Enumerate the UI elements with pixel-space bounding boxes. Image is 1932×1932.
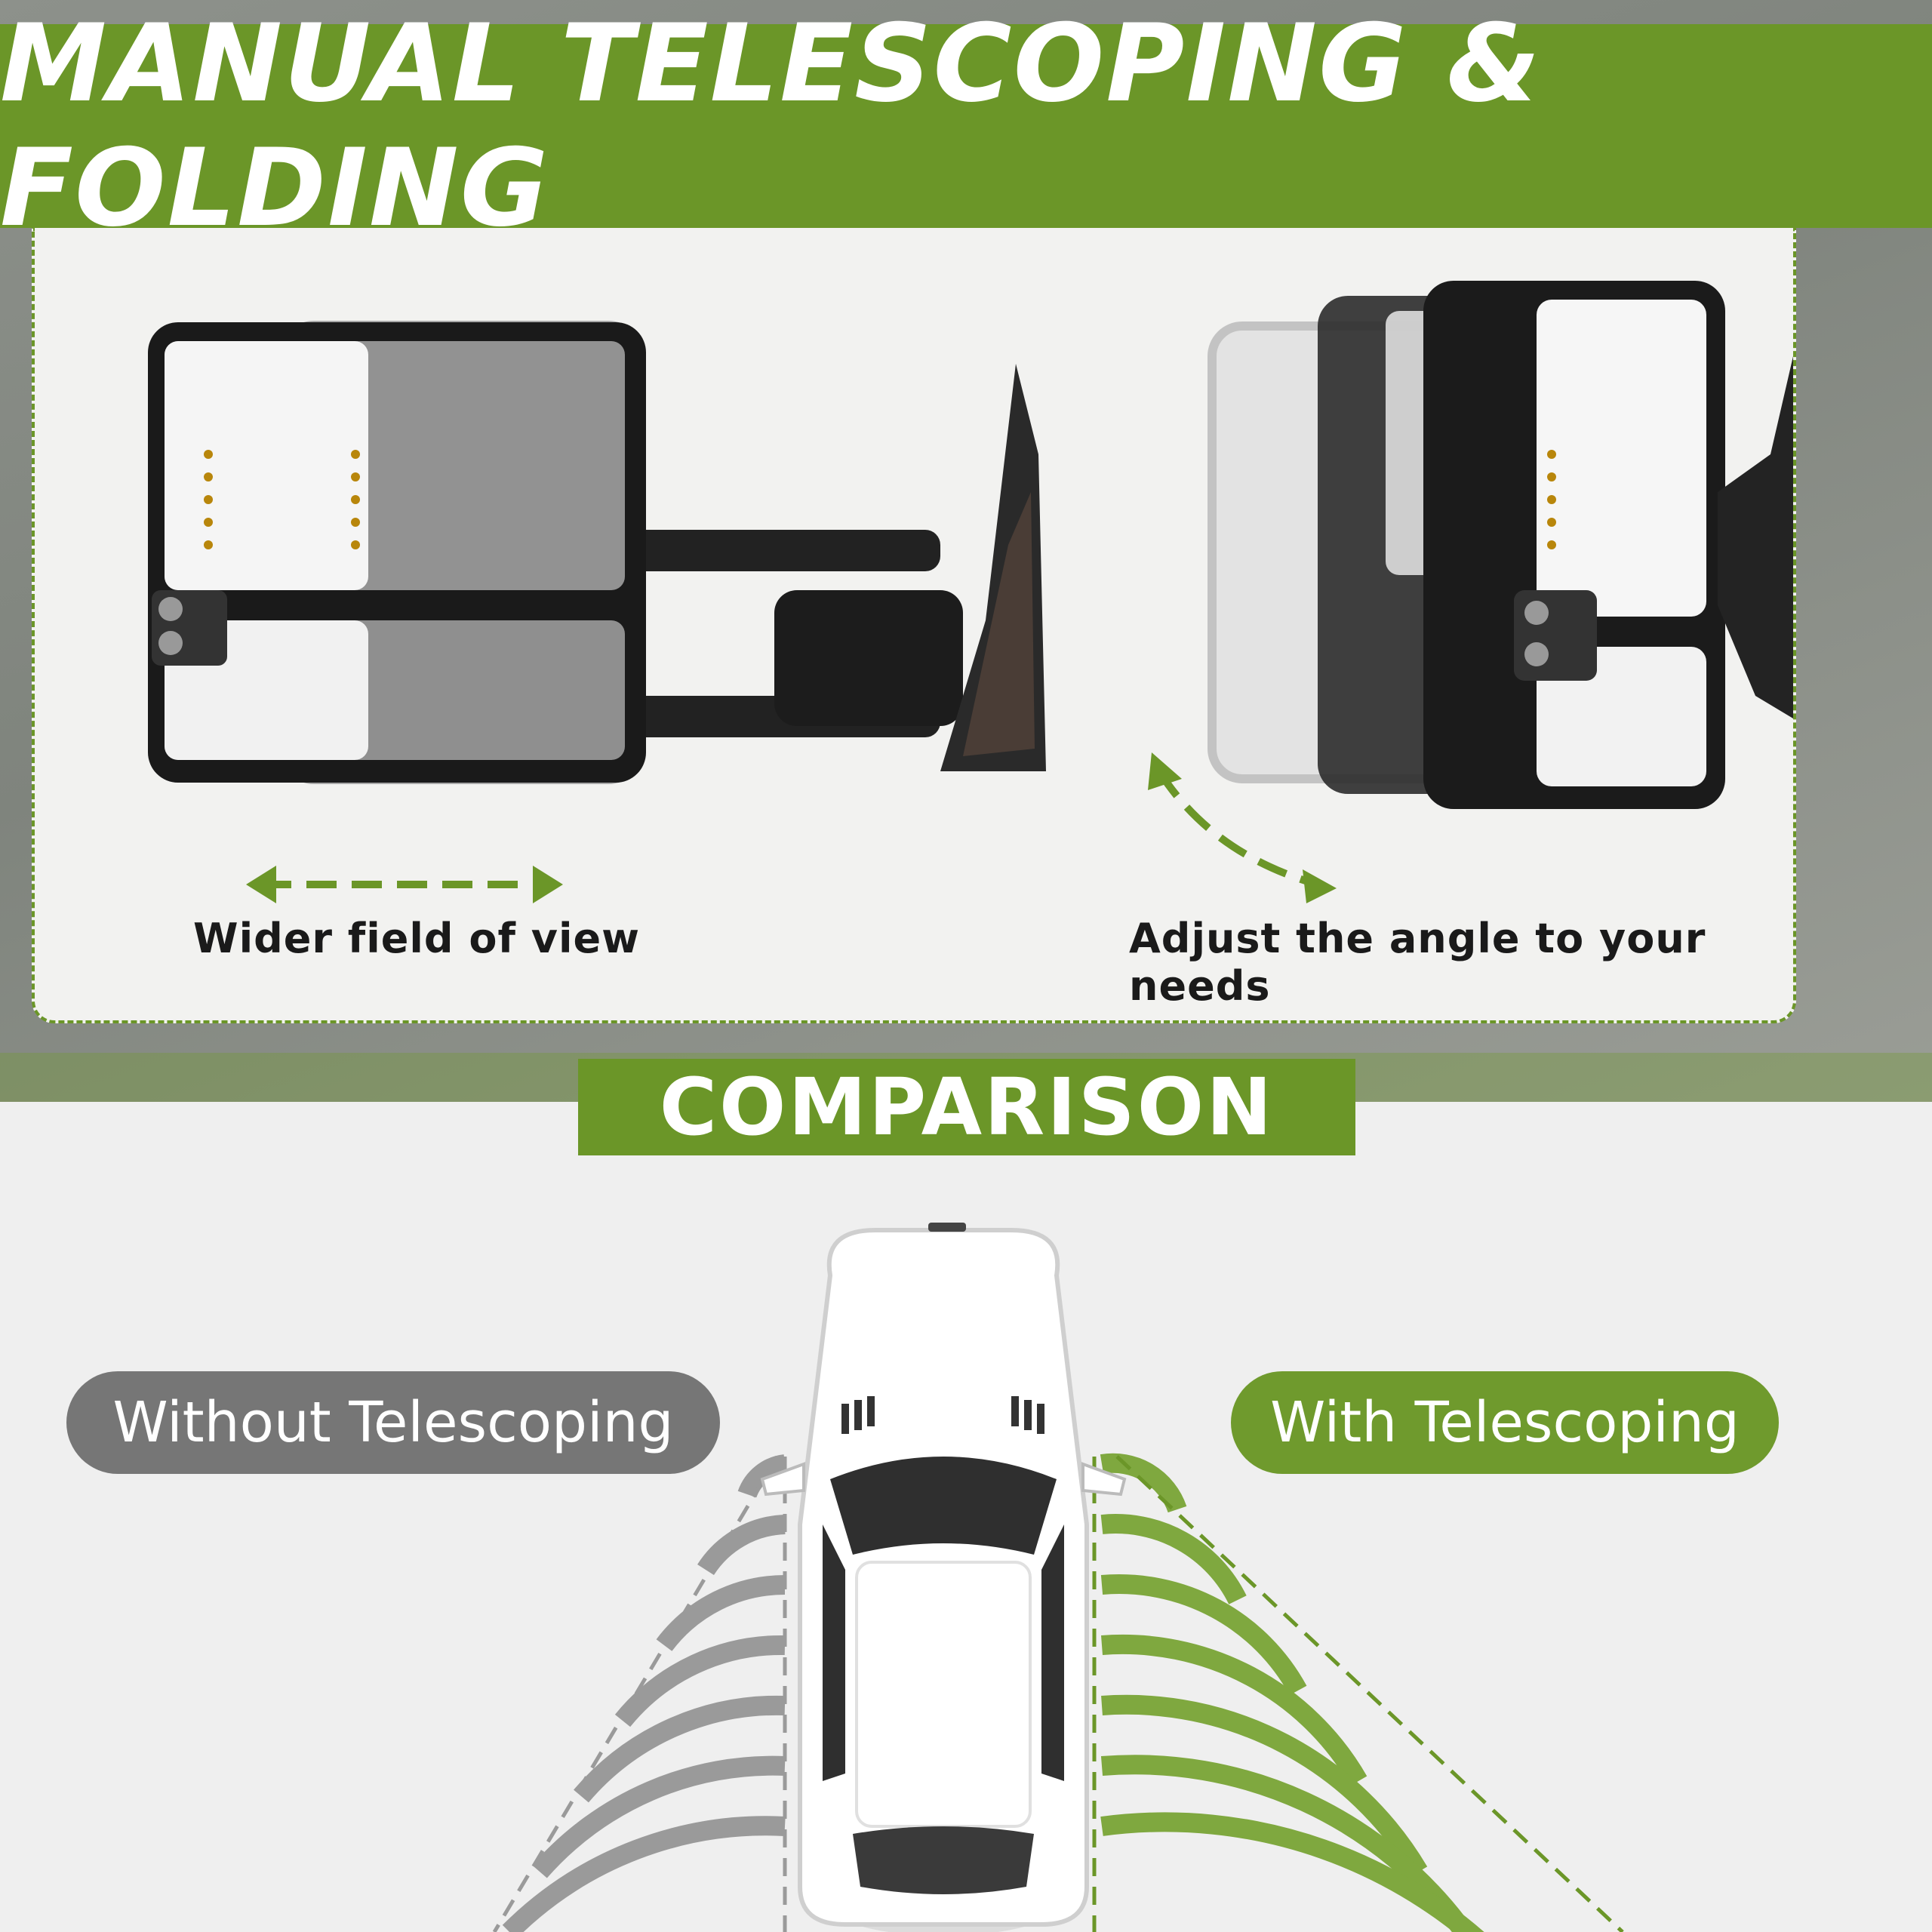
adjust-angle-caption: Adjust the angle to your needs [1129, 915, 1706, 1010]
mirror-illustrations [148, 281, 1793, 903]
header-band [0, 24, 1932, 228]
with-telescoping-label: With Telescoping [1231, 1371, 1779, 1474]
car-top-view [760, 1223, 1127, 1932]
comparison-illustration [492, 1223, 1624, 1932]
comparison-title: COMPARISON [578, 1059, 1355, 1155]
telescoping-mirror-illustration [148, 321, 1046, 903]
without-telescoping-view-arcs [502, 1454, 787, 1932]
wider-field-caption: Wider field of view [193, 915, 640, 962]
page-title: MANUAL TELESCOPING & FOLDING [0, 2, 1542, 251]
folding-mirror-illustration [1148, 281, 1793, 903]
with-telescoping-view-arcs [1100, 1453, 1484, 1932]
without-telescoping-label: Without Telescoping [66, 1371, 720, 1474]
feature-panel: Wider field of view Adjust the angle to … [32, 228, 1796, 1023]
